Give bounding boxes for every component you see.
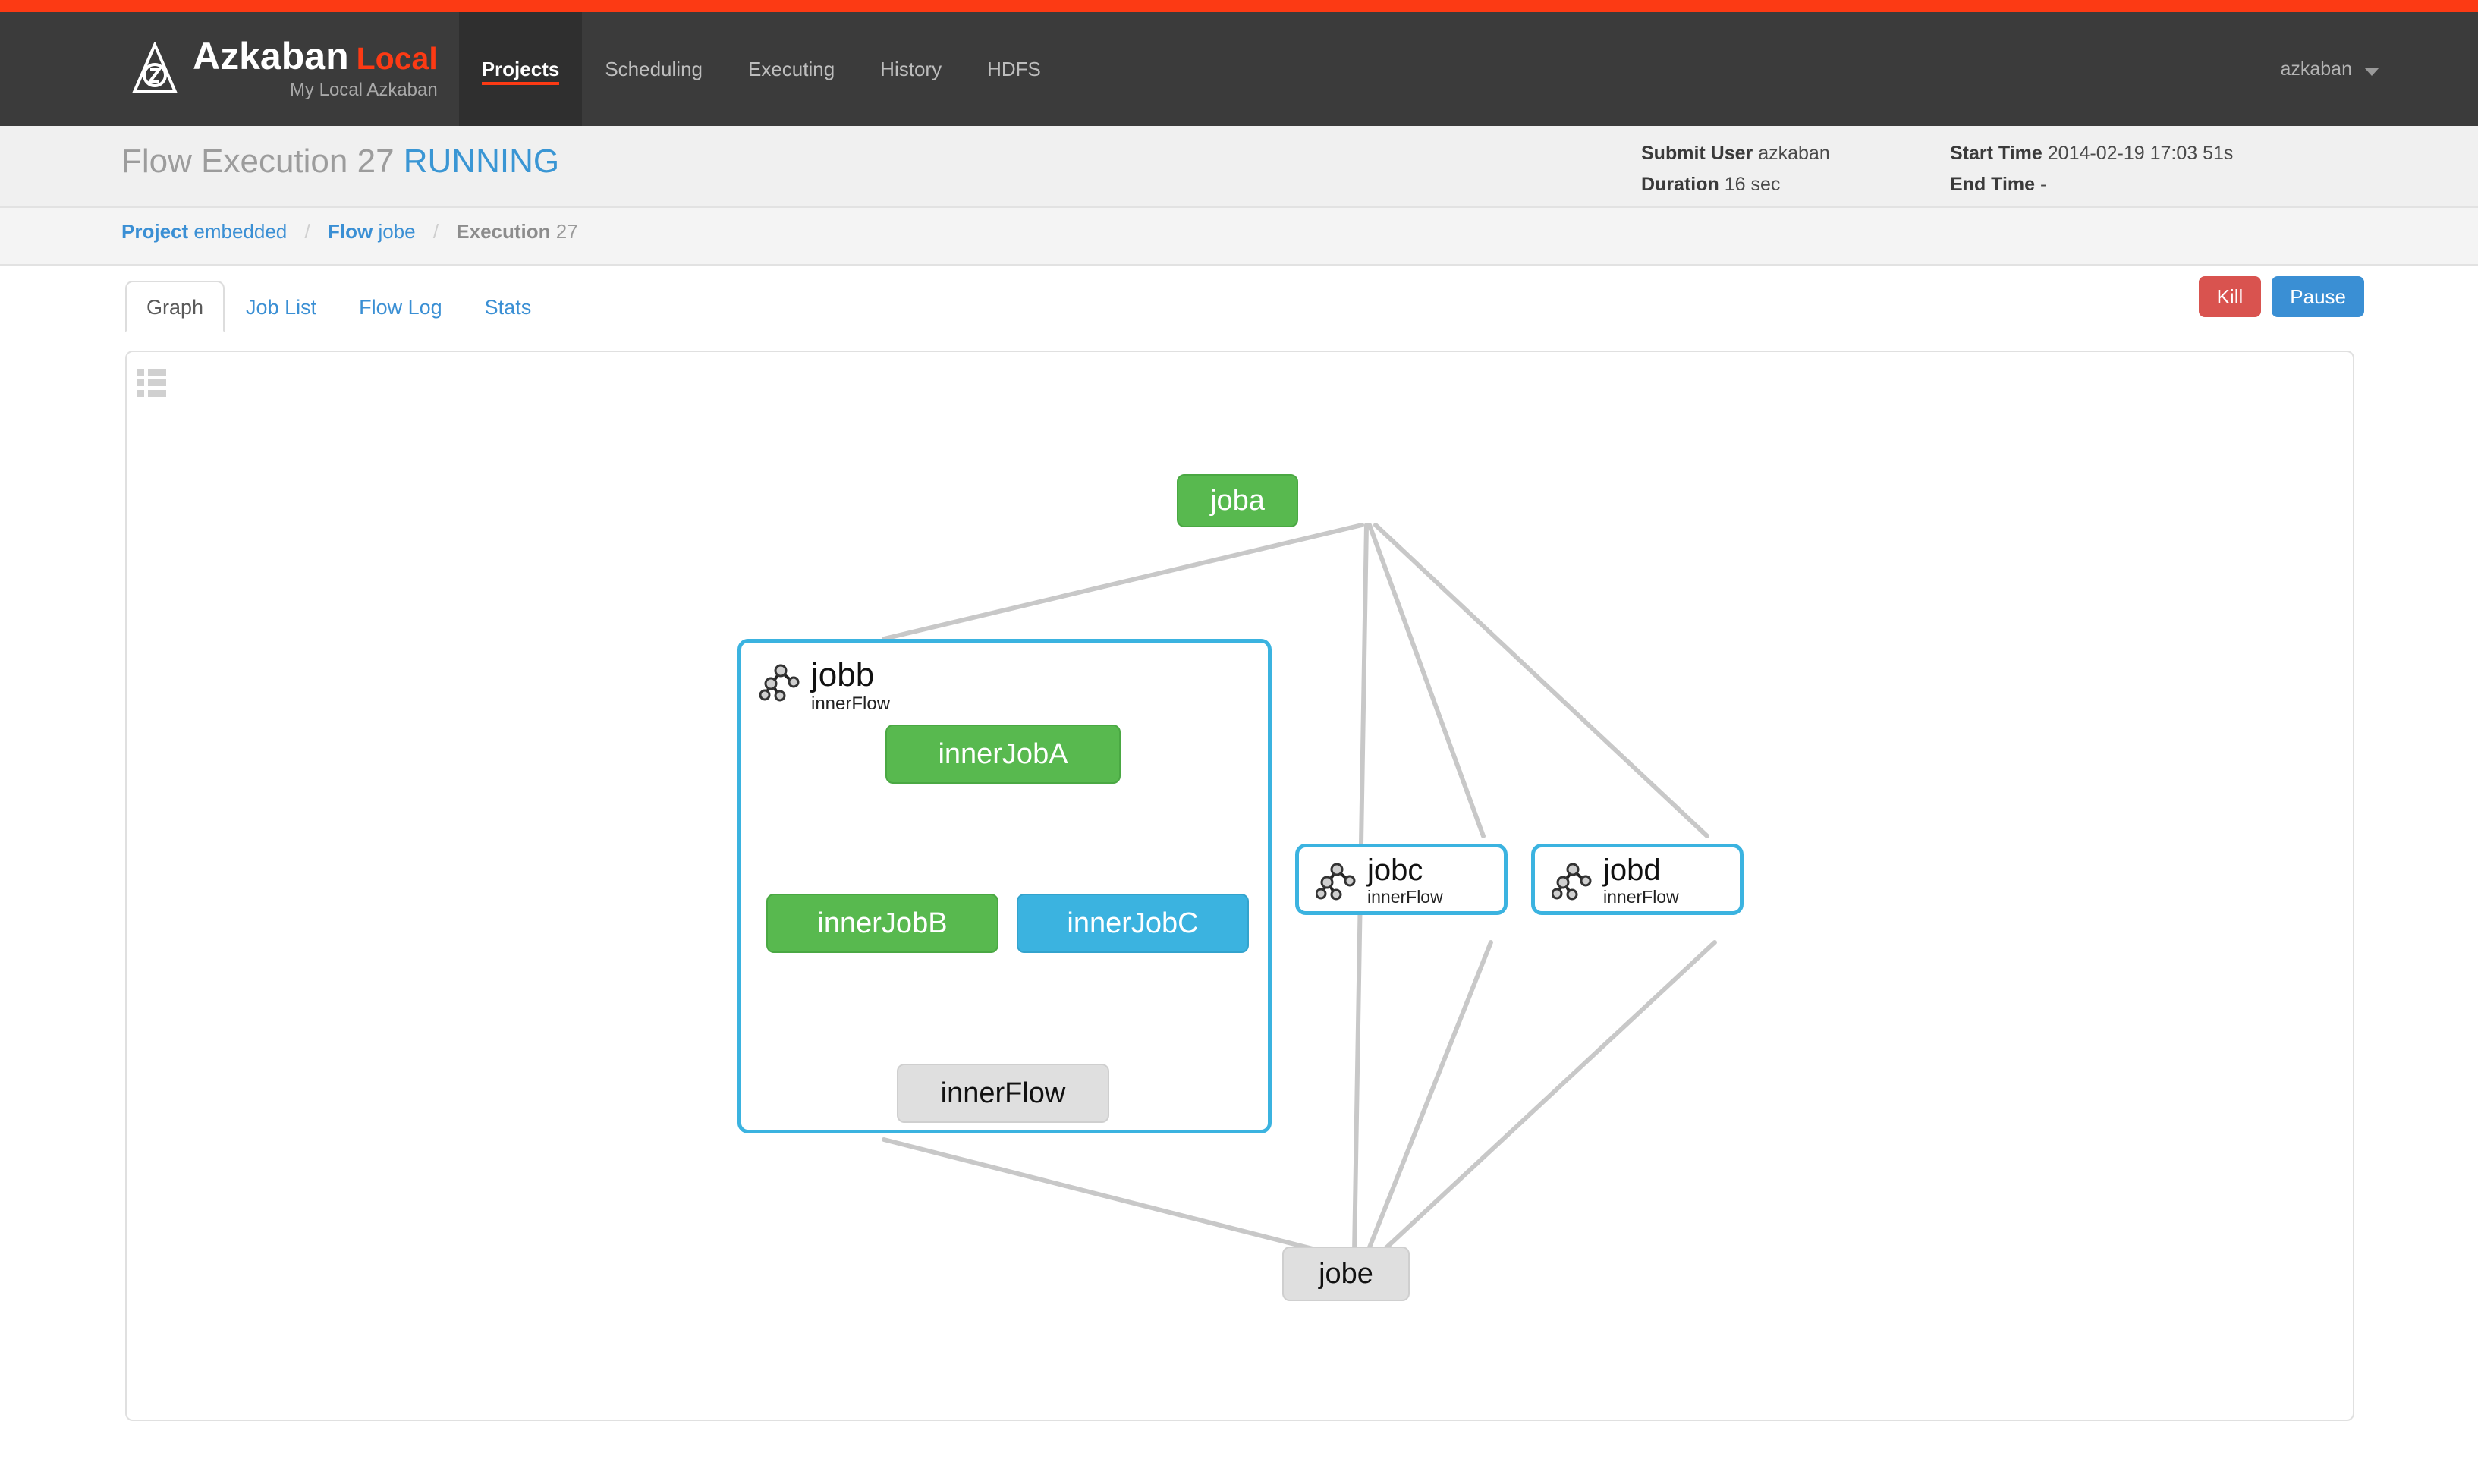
nav-item-executing[interactable]: Executing — [725, 12, 857, 126]
breadcrumb-separator: / — [432, 220, 439, 243]
nav-item-projects[interactable]: Projects — [458, 12, 583, 126]
tab-list: Graph Job List Flow Log Stats — [125, 281, 552, 332]
graph-node-joba[interactable]: joba — [1177, 474, 1298, 527]
azkaban-logo-icon — [131, 42, 178, 93]
flow-tree-icon — [759, 664, 800, 702]
tab-flow-log[interactable]: Flow Log — [359, 296, 442, 319]
breadcrumb-band: Project embedded / Flow jobe / Execution… — [0, 208, 2478, 266]
duration-label: Duration — [1641, 174, 1719, 195]
duration-row: Duration 16 sec — [1641, 169, 1830, 200]
kill-button[interactable]: Kill — [2198, 276, 2262, 317]
graph-node-innerJobB[interactable]: innerJobB — [766, 894, 998, 953]
execution-meta-right: Start Time 2014-02-19 17:03 51s End Time… — [1950, 138, 2233, 200]
brand-suffix: Local — [356, 40, 438, 76]
flow-subtitle-jobd: innerFlow — [1603, 887, 1679, 907]
graph-node-innerJobA[interactable]: innerJobA — [885, 725, 1121, 784]
tab-stats[interactable]: Stats — [484, 296, 532, 319]
start-time-value: 2014-02-19 17:03 51s — [2047, 143, 2234, 164]
execution-meta-left: Submit User azkaban Duration 16 sec — [1641, 138, 1830, 200]
page-title-prefix: Flow Execution — [121, 143, 348, 180]
node-label: innerJobB — [817, 907, 948, 939]
nav-label: Projects — [481, 57, 560, 80]
nav-links: Projects Scheduling Executing History HD… — [458, 12, 1064, 126]
node-label: innerFlow — [940, 1077, 1066, 1109]
tabs-row: Graph Job List Flow Log Stats — [0, 266, 2478, 346]
node-label: innerJobC — [1067, 907, 1199, 939]
breadcrumb-execution-label: Execution — [456, 220, 551, 243]
nav-label: Executing — [747, 57, 835, 80]
end-time-label: End Time — [1950, 174, 2036, 195]
nav-label: History — [880, 57, 942, 80]
end-time-row: End Time - — [1950, 169, 2233, 200]
breadcrumb-project-value: embedded — [193, 220, 288, 243]
submit-user-row: Submit User azkaban — [1641, 138, 1830, 169]
execution-summary-band: Flow Execution 27 RUNNING Submit User az… — [0, 126, 2478, 208]
nav-item-history[interactable]: History — [857, 12, 964, 126]
graph-node-innerJobC[interactable]: innerJobC — [1017, 894, 1249, 953]
graph-node-innerFlow[interactable]: innerFlow — [897, 1064, 1109, 1123]
graph-flow-node-jobc[interactable]: jobc innerFlow — [1295, 844, 1508, 915]
node-label: joba — [1210, 485, 1265, 517]
duration-value: 16 sec — [1724, 174, 1781, 195]
flow-name-jobc: jobc — [1367, 854, 1423, 887]
nav-label: HDFS — [987, 57, 1041, 80]
brand-subtitle: My Local Azkaban — [289, 79, 438, 100]
graph-flow-node-jobd[interactable]: jobd innerFlow — [1531, 844, 1744, 915]
node-label: innerJobA — [938, 738, 1068, 770]
breadcrumb: Project embedded / Flow jobe / Execution… — [121, 220, 578, 244]
flow-subtitle-jobb: innerFlow — [811, 693, 891, 714]
chevron-down-icon — [2364, 67, 2379, 76]
nav-active-underline — [481, 82, 560, 85]
user-menu[interactable]: azkaban — [2280, 12, 2379, 126]
action-buttons: Kill Pause — [2198, 276, 2364, 317]
graph-node-jobe[interactable]: jobe — [1282, 1247, 1410, 1301]
breadcrumb-separator: / — [304, 220, 310, 243]
flow-tree-icon — [1316, 863, 1356, 901]
nav-item-hdfs[interactable]: HDFS — [964, 12, 1064, 126]
node-label: jobe — [1319, 1258, 1373, 1290]
flow-tree-icon — [1552, 863, 1592, 901]
breadcrumb-project-link[interactable]: Project embedded — [121, 220, 287, 243]
user-name: azkaban — [2280, 58, 2352, 80]
flow-name-jobd: jobd — [1603, 854, 1661, 887]
submit-user-value: azkaban — [1758, 143, 1830, 164]
pause-button[interactable]: Pause — [2272, 276, 2364, 317]
submit-user-label: Submit User — [1641, 143, 1753, 164]
breadcrumb-flow-link[interactable]: Flow jobe — [328, 220, 416, 243]
page-title: Flow Execution 27 RUNNING — [121, 143, 559, 181]
graph-flow-container-jobb[interactable]: jobb innerFlow — [737, 639, 1272, 1133]
breadcrumb-flow-value: jobe — [378, 220, 416, 243]
status-badge: RUNNING — [403, 143, 560, 180]
breadcrumb-execution: Execution 27 — [456, 220, 577, 243]
tab-job-list[interactable]: Job List — [246, 296, 317, 319]
breadcrumb-project-label: Project — [121, 220, 189, 243]
flow-name-jobb: jobb — [811, 656, 875, 693]
breadcrumb-execution-value: 27 — [555, 220, 578, 243]
list-menu-icon[interactable] — [137, 369, 167, 397]
nav-label: Scheduling — [605, 57, 703, 80]
tab-graph[interactable]: Graph — [125, 281, 225, 332]
start-time-label: Start Time — [1950, 143, 2042, 164]
flow-header-jobb: jobb innerFlow — [759, 658, 890, 714]
top-accent-bar — [0, 0, 2478, 12]
flow-subtitle-jobc: innerFlow — [1367, 887, 1443, 907]
start-time-row: Start Time 2014-02-19 17:03 51s — [1950, 138, 2233, 169]
brand-name: Azkaban — [193, 34, 349, 77]
end-time-value: - — [2040, 174, 2047, 195]
page-title-execid: 27 — [357, 143, 395, 180]
nav-item-scheduling[interactable]: Scheduling — [582, 12, 725, 126]
breadcrumb-flow-label: Flow — [327, 220, 373, 243]
